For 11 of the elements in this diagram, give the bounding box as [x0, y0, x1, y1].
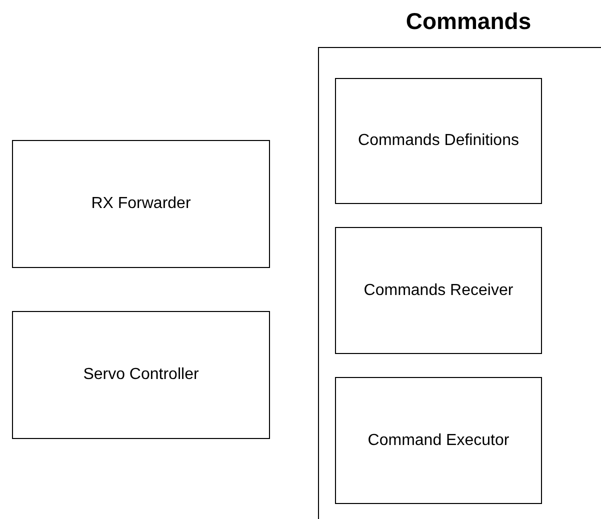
box-label: RX Forwarder — [90, 194, 192, 214]
component-box — [335, 377, 542, 504]
component-box — [335, 78, 542, 204]
box-label: Commands Receiver — [362, 280, 514, 300]
box-label: Command Executor — [366, 430, 510, 450]
component-box — [335, 227, 542, 354]
component-box — [12, 311, 270, 439]
group-title: Commands — [404, 8, 532, 34]
box-label: Commands Definitions — [357, 131, 520, 151]
box-label: Servo Controller — [82, 365, 200, 385]
component-box — [12, 140, 270, 268]
